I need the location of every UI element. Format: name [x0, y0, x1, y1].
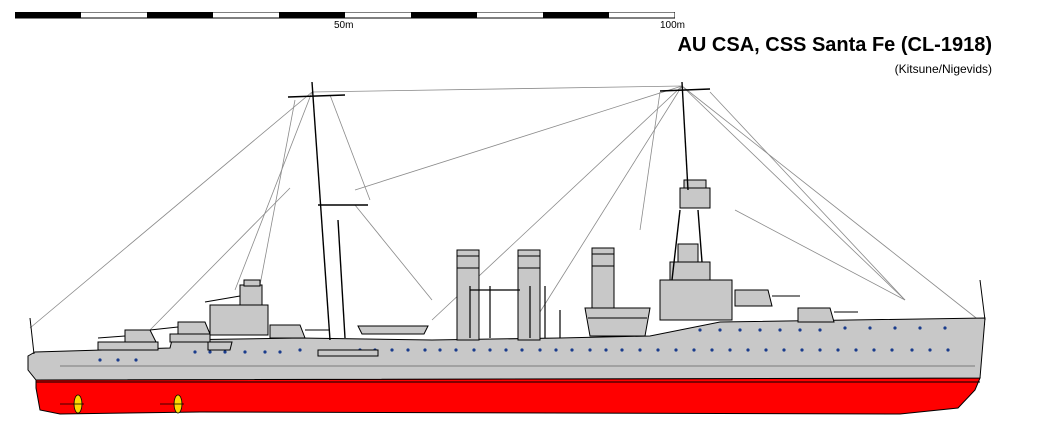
boat-cranes — [469, 286, 561, 338]
drawing-title: AU CSA, CSS Santa Fe (CL-1918) — [677, 34, 992, 56]
aft-superstructure — [204, 279, 269, 336]
aft-gun-turrets — [97, 321, 330, 351]
scale-label-100m: 100m — [660, 20, 686, 31]
fore-mast — [659, 81, 711, 281]
boat-deck — [317, 325, 429, 357]
drawing-credit: (Kitsune/Nigevids) — [894, 62, 992, 76]
scale-label-50m: 50m — [334, 20, 354, 31]
bow-staff — [29, 279, 986, 355]
scale-bar — [15, 12, 675, 19]
funnels — [456, 247, 615, 341]
propellers — [60, 394, 184, 414]
rigging — [29, 85, 986, 331]
forward-superstructure — [659, 179, 733, 321]
amidships-launch — [584, 307, 651, 337]
forward-gun-turrets — [734, 289, 858, 323]
aft-mast — [287, 81, 368, 341]
